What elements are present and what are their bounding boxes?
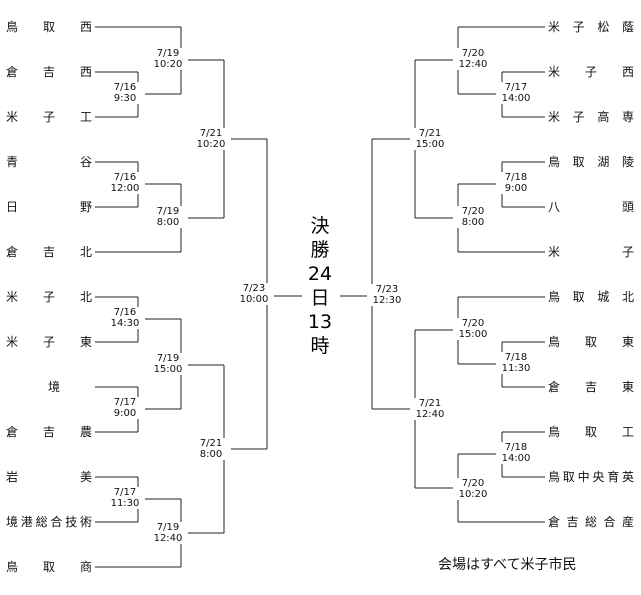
- left-team-11: 岩美: [6, 470, 92, 484]
- right-team-6: 米子: [548, 245, 634, 259]
- right-team-11: 鳥取中央育英: [548, 470, 634, 484]
- left-team-9: 境: [48, 380, 61, 394]
- left-team-7: 米子北: [6, 290, 92, 304]
- right-team-2: 米子西: [548, 65, 634, 79]
- left-team-13: 鳥取商: [6, 560, 92, 574]
- left-team-8: 米子東: [6, 335, 92, 349]
- right-team-3: 米子高専: [548, 110, 634, 124]
- right-team-1: 米子松蔭: [548, 20, 634, 34]
- left-team-5: 日野: [6, 200, 92, 214]
- final-hour-number: 13: [307, 311, 333, 333]
- right-team-5: 八頭: [548, 200, 634, 214]
- left-team-6: 倉吉北: [6, 245, 92, 259]
- left-team-1: 鳥取西: [6, 20, 92, 34]
- final-hour-char: 時: [310, 335, 330, 357]
- left-team-2: 倉吉西: [6, 65, 92, 79]
- final-char-1: 決: [310, 215, 330, 237]
- final-char-2: 勝: [310, 239, 330, 261]
- left-team-10: 倉吉農: [6, 425, 92, 439]
- right-team-7: 鳥取城北: [548, 290, 634, 304]
- right-team-12: 倉吉総合産: [548, 515, 634, 529]
- right-team-9: 倉吉東: [548, 380, 634, 394]
- final-label: 決 勝 24 日 13 時: [303, 214, 337, 358]
- final-day-char: 日: [310, 287, 330, 309]
- venue-note: 会場はすべて米子市民: [438, 557, 577, 573]
- left-team-3: 米子工: [6, 110, 92, 124]
- right-team-8: 鳥取東: [548, 335, 634, 349]
- left-team-4: 青谷: [6, 155, 92, 169]
- final-day-number: 24: [307, 263, 333, 285]
- right-team-4: 鳥取湖陵: [548, 155, 634, 169]
- right-team-10: 鳥取工: [548, 425, 634, 439]
- left-team-12: 境港総合技術: [6, 515, 92, 529]
